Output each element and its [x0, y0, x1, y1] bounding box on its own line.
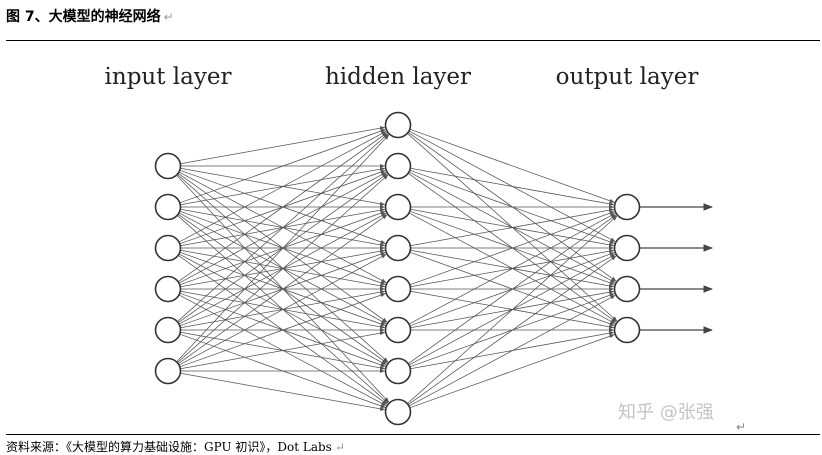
- figure-title: 图 7、大模型的神经网络↵: [6, 6, 174, 26]
- figure-source: 资料来源：《大模型的算力基础设施：GPU 初识》，Dot Labs↵: [6, 438, 345, 455]
- connection-l1-7-3: [409, 334, 615, 409]
- figure-title-text: 图 7、大模型的神经网络: [6, 9, 161, 25]
- connection-l0-5-0: [176, 134, 390, 363]
- input-neuron-3: [154, 234, 182, 262]
- connection-l0-5-1: [177, 174, 389, 363]
- connection-l1-5-0: [408, 213, 616, 325]
- input-neuron-1: [154, 152, 182, 180]
- hidden-neuron-8: [384, 398, 412, 426]
- hidden-neuron-6: [384, 316, 412, 344]
- connection-l1-7-1: [407, 255, 617, 406]
- input-neuron-5: [154, 316, 182, 344]
- hidden-neuron-4: [384, 234, 412, 262]
- output-neuron-4: [613, 316, 641, 344]
- bottom-rule: [6, 434, 820, 435]
- hidden-neuron-1: [384, 111, 412, 139]
- input-neuron-6: [154, 357, 182, 385]
- connection-l0-2-0: [178, 131, 387, 243]
- figure-source-text: 资料来源：《大模型的算力基础设施：GPU 初识》，Dot Labs: [6, 440, 332, 454]
- connection-l0-4-0: [177, 133, 389, 322]
- hidden-neuron-2: [384, 152, 412, 180]
- end-mark-icon: ↵: [736, 420, 746, 434]
- connection-l1-0-0: [409, 128, 615, 203]
- connection-l0-5-7: [180, 372, 386, 411]
- output-layer-label: output layer: [556, 64, 699, 90]
- connection-l1-3-0: [410, 208, 615, 247]
- connection-l1-4-0: [409, 211, 615, 286]
- output-arrows: [639, 203, 713, 334]
- input-neuron-2: [154, 193, 182, 221]
- connection-l0-5-4: [179, 293, 386, 368]
- neurons: [154, 111, 641, 426]
- return-mark-icon: ↵: [163, 10, 174, 24]
- connection-l0-0-0: [180, 126, 386, 165]
- connection-l0-1-0: [179, 129, 386, 204]
- connection-l0-5-2: [177, 214, 388, 365]
- edges: [176, 126, 618, 411]
- connection-l1-1-0: [410, 167, 615, 206]
- source-return-mark-icon: ↵: [334, 440, 345, 454]
- watermark: 知乎 @张强: [618, 402, 714, 423]
- connection-l1-7-0: [407, 215, 618, 404]
- top-rule: [6, 40, 820, 41]
- connection-l1-7-2: [408, 295, 616, 407]
- input-layer-label: input layer: [105, 64, 232, 90]
- output-neuron-2: [613, 234, 641, 262]
- hidden-neuron-3: [384, 193, 412, 221]
- input-neuron-4: [154, 275, 182, 303]
- connection-l0-3-0: [177, 132, 388, 283]
- hidden-neuron-7: [384, 357, 412, 385]
- connection-l0-5-3: [178, 254, 387, 366]
- hidden-layer-label: hidden layer: [325, 64, 471, 90]
- connection-l1-6-0: [407, 214, 617, 365]
- neural-network-diagram: input layer hidden layer output layer 知乎…: [105, 64, 747, 434]
- output-neuron-1: [613, 193, 641, 221]
- connection-l0-5-5: [180, 331, 386, 370]
- hidden-neuron-5: [384, 275, 412, 303]
- output-neuron-3: [613, 275, 641, 303]
